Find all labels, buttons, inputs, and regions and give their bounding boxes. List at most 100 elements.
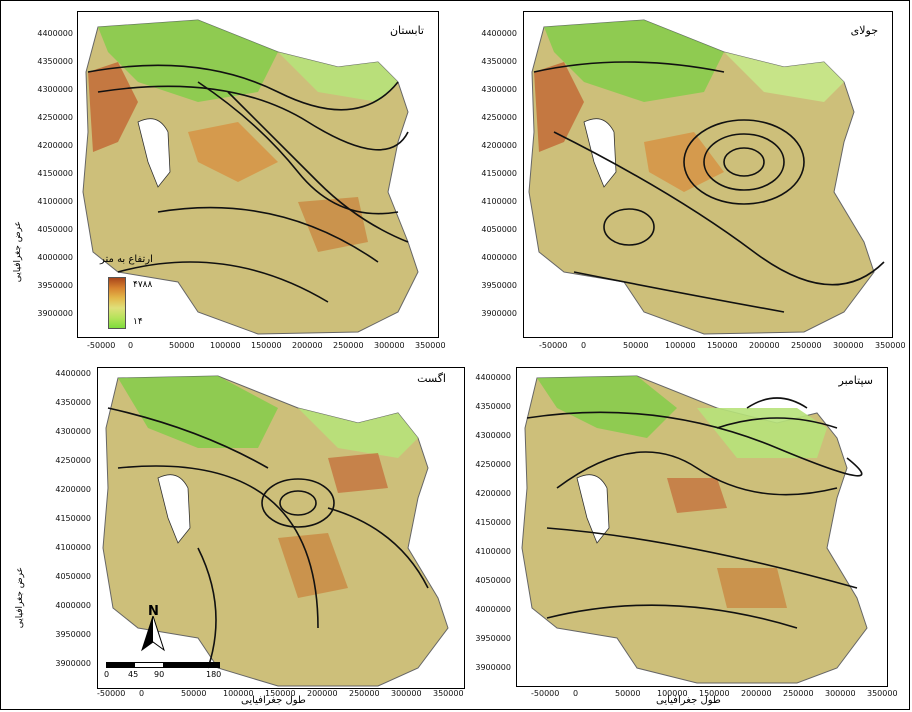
x-tick-label: 250000 (333, 341, 364, 350)
y-tick-label: 4250000 (37, 113, 73, 122)
y-tick-label: 4000000 (55, 601, 91, 610)
y-tick-label: 3950000 (475, 634, 511, 643)
y-tick-label: 4150000 (481, 169, 517, 178)
x-tick-label: 350000 (415, 341, 446, 350)
x-tick-label: -50000 (87, 341, 116, 350)
x-tick-label: 250000 (783, 689, 814, 698)
september-map-svg (521, 375, 868, 684)
legend-min-value: ۱۴ (133, 317, 143, 327)
x-tick-label: 200000 (292, 341, 323, 350)
y-tick-label: 3950000 (481, 281, 517, 290)
y-tick-label: 4150000 (55, 514, 91, 523)
x-tick-label: 350000 (433, 689, 464, 698)
x-tick-label: 300000 (825, 689, 856, 698)
x-tick-label: 200000 (749, 341, 780, 350)
panel-title: تابستان (389, 24, 424, 37)
x-tick-label: 200000 (741, 689, 772, 698)
x-tick-label: 50000 (623, 341, 649, 350)
y-tick-label: 4300000 (37, 85, 73, 94)
x-tick-label: 250000 (791, 341, 822, 350)
y-tick-label: 4250000 (475, 460, 511, 469)
x-tick-label: 100000 (223, 689, 254, 698)
summer-map-svg (82, 19, 419, 335)
x-tick-label: 300000 (374, 341, 405, 350)
y-tick-label: 3950000 (37, 281, 73, 290)
panel-title: جولای (850, 24, 878, 37)
y-tick-label: 3900000 (37, 309, 73, 318)
july-map-svg (528, 19, 885, 335)
x-tick-label: 0 (581, 341, 587, 350)
y-tick-label: 4100000 (37, 197, 73, 206)
x-tick-label: 250000 (349, 689, 380, 698)
y-tick-label: 4350000 (37, 57, 73, 66)
x-tick-label: 150000 (699, 689, 730, 698)
y-tick-label: 4350000 (481, 57, 517, 66)
panel-title: سپتامبر (838, 374, 874, 387)
x-tick-label: 100000 (657, 689, 688, 698)
x-tick-label: 300000 (833, 341, 864, 350)
x-tick-label: 350000 (867, 689, 898, 698)
x-tick-label: 0 (128, 341, 134, 350)
north-arrow: N (138, 604, 168, 654)
scale-label-45: 45 (128, 670, 139, 679)
x-tick-label: -50000 (531, 689, 560, 698)
y-tick-label: 4050000 (37, 225, 73, 234)
scale-label-0: 0 (104, 670, 110, 679)
y-tick-label: 4300000 (481, 85, 517, 94)
y-tick-label: 4050000 (475, 576, 511, 585)
x-tick-label: 350000 (875, 341, 906, 350)
y-tick-label: 4200000 (481, 141, 517, 150)
scale-label-90: 90 (154, 670, 165, 679)
y-tick-label: 3900000 (55, 659, 91, 668)
x-tick-label: 200000 (307, 689, 338, 698)
x-tick-label: -50000 (539, 341, 568, 350)
panel-title: اگست (417, 372, 446, 385)
y-tick-label: 4400000 (475, 373, 511, 382)
y-tick-label: 3900000 (475, 663, 511, 672)
elevation-color-ramp (108, 277, 126, 329)
y-tick-label: 4350000 (55, 398, 91, 407)
y-axis-label-bottom: عرض جغرافیایی (15, 567, 25, 629)
north-arrow-icon (141, 616, 165, 652)
y-tick-label: 4400000 (37, 29, 73, 38)
x-tick-label: 150000 (707, 341, 738, 350)
y-tick-label: 4200000 (37, 141, 73, 150)
y-tick-label: 4400000 (481, 29, 517, 38)
y-tick-label: 4000000 (481, 253, 517, 262)
map-panel-summer: تابستان ارتفاع به متر ۴۷۸۸ ۱۴ (77, 11, 439, 338)
x-axis-label-left: طول جغرافیایی (241, 695, 306, 706)
y-tick-label: 4150000 (475, 518, 511, 527)
y-tick-label: 4150000 (37, 169, 73, 178)
y-tick-label: 4100000 (55, 543, 91, 552)
y-tick-label: 3950000 (55, 630, 91, 639)
x-tick-label: 150000 (251, 341, 282, 350)
y-tick-label: 4100000 (475, 547, 511, 556)
x-tick-label: 300000 (391, 689, 422, 698)
map-panel-july: جولای (523, 11, 893, 338)
map-panel-august: اگست N 0 45 90 180 (97, 367, 465, 689)
x-tick-label: -50000 (97, 689, 126, 698)
x-axis-label-right: طول جغرافیایی (656, 695, 721, 706)
y-tick-label: 4250000 (55, 456, 91, 465)
legend-title: ارتفاع به متر (100, 254, 153, 265)
y-axis-label-top: عرض جغرافیایی (13, 221, 23, 283)
y-tick-label: 3900000 (481, 309, 517, 318)
legend-max-value: ۴۷۸۸ (133, 280, 153, 290)
y-tick-label: 4300000 (475, 431, 511, 440)
x-tick-label: 50000 (169, 341, 195, 350)
august-map-svg (102, 375, 449, 687)
north-label: N (148, 604, 159, 619)
x-tick-label: 100000 (210, 341, 241, 350)
x-tick-label: 50000 (615, 689, 641, 698)
y-tick-label: 4200000 (55, 485, 91, 494)
y-tick-label: 4050000 (55, 572, 91, 581)
x-tick-label: 0 (573, 689, 579, 698)
x-tick-label: 0 (139, 689, 145, 698)
y-tick-label: 4200000 (475, 489, 511, 498)
scale-label-180: 180 (206, 670, 222, 679)
y-tick-label: 4100000 (481, 197, 517, 206)
x-tick-label: 150000 (265, 689, 296, 698)
y-tick-label: 4400000 (55, 369, 91, 378)
x-tick-label: 100000 (665, 341, 696, 350)
